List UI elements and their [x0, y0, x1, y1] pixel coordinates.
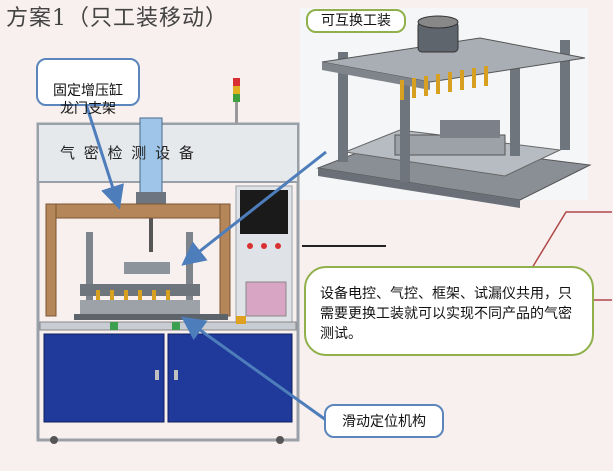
arrow-gantry: [84, 103, 124, 210]
page-title: 方案1（只工装移动）: [6, 6, 228, 31]
swap-fixture-callout-text: 可互换工装: [321, 13, 391, 29]
slide-mechanism-callout: 滑动定位机构: [324, 404, 444, 438]
swap-fixture-callout: 可互换工装: [306, 9, 406, 33]
fixture-render: [300, 8, 592, 208]
slide-mechanism-callout-text: 滑动定位机构: [342, 414, 426, 430]
description-callout: 设备电控、气控、框架、试漏仪共用，只需要更换工装就可以实现不同产品的气密测试。: [304, 266, 594, 356]
gantry-callout-text: 固定增压缸 龙门支架: [53, 83, 123, 117]
machine-panel-label: 气 密 检 测 设 备: [60, 144, 196, 162]
red-leader-line: [531, 211, 612, 269]
description-callout-text: 设备电控、气控、框架、试漏仪共用，只需要更换工装就可以实现不同产品的气密测试。: [320, 286, 572, 342]
test-machine: [36, 78, 300, 444]
gantry-callout: 固定增压缸 龙门支架: [36, 58, 140, 117]
arrow-fixture: [181, 150, 327, 266]
arrow-slide: [181, 316, 327, 422]
